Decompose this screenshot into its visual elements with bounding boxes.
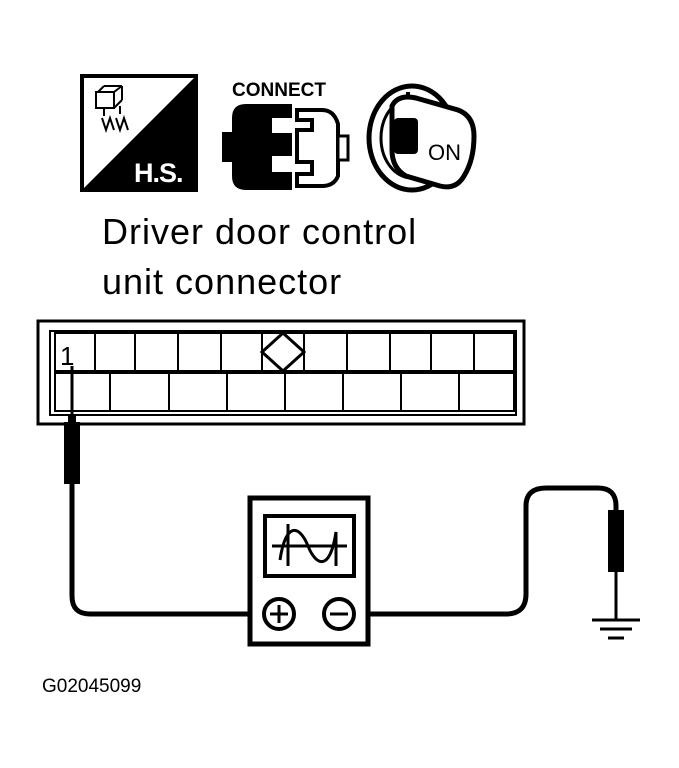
ignition-label: ON	[428, 140, 461, 165]
ground-symbol-icon	[592, 618, 640, 640]
figure-code: G02045099	[42, 676, 142, 697]
connector-face: 1	[36, 319, 526, 426]
lock-tab-diamond	[259, 330, 307, 374]
oscilloscope	[247, 495, 371, 647]
lead-wire-left	[69, 484, 252, 617]
caption-line-2: unit connector	[102, 261, 343, 302]
ignition-on-icon: ON	[366, 83, 477, 193]
connect-label: CONNECT	[232, 80, 326, 101]
test-probe-right	[608, 510, 624, 620]
test-probe-left	[64, 366, 80, 484]
lead-wire-right	[368, 485, 619, 617]
terminal-1-label: 1	[60, 341, 74, 371]
hs-label: H.S.	[134, 158, 183, 188]
connect-icon: CONNECT	[222, 80, 350, 190]
harness-icon: H.S.	[80, 74, 198, 192]
caption-line-1: Driver door control	[102, 211, 418, 252]
